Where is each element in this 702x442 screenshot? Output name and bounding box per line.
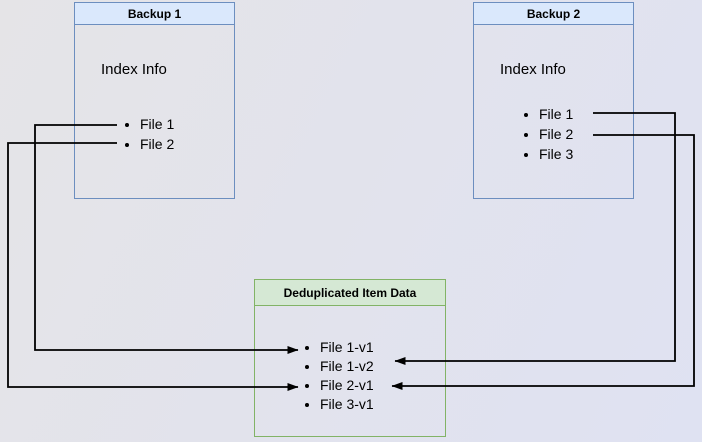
backup2-index-info-label: Index Info xyxy=(500,61,566,78)
dedup-header: Deduplicated Item Data xyxy=(255,280,445,306)
backup1-file-list: File 1 File 2 xyxy=(74,114,301,154)
list-item: File 2 xyxy=(140,134,301,154)
list-item: File 2 xyxy=(539,124,700,144)
list-item: File 1 xyxy=(539,104,700,124)
backup1-index-info-label: Index Info xyxy=(101,61,167,78)
list-item: File 1-v2 xyxy=(320,357,512,376)
dedup-title: Deduplicated Item Data xyxy=(283,285,417,300)
dedup-item-list: File 1-v1 File 1-v2 File 2-v1 File 3-v1 xyxy=(254,338,512,414)
backup1-header: Backup 1 xyxy=(75,3,234,25)
backup1-box: Backup 1 xyxy=(74,2,235,199)
backup1-title: Backup 1 xyxy=(127,6,182,21)
list-item: File 1 xyxy=(140,114,301,134)
backup2-title: Backup 2 xyxy=(526,6,581,21)
backup2-file-list: File 1 File 2 File 3 xyxy=(473,104,700,164)
list-item: File 2-v1 xyxy=(320,376,512,395)
list-item: File 3 xyxy=(539,144,700,164)
backup2-header: Backup 2 xyxy=(474,3,633,25)
list-item: File 3-v1 xyxy=(320,395,512,414)
backup2-box: Backup 2 xyxy=(473,2,634,199)
list-item: File 1-v1 xyxy=(320,338,512,357)
